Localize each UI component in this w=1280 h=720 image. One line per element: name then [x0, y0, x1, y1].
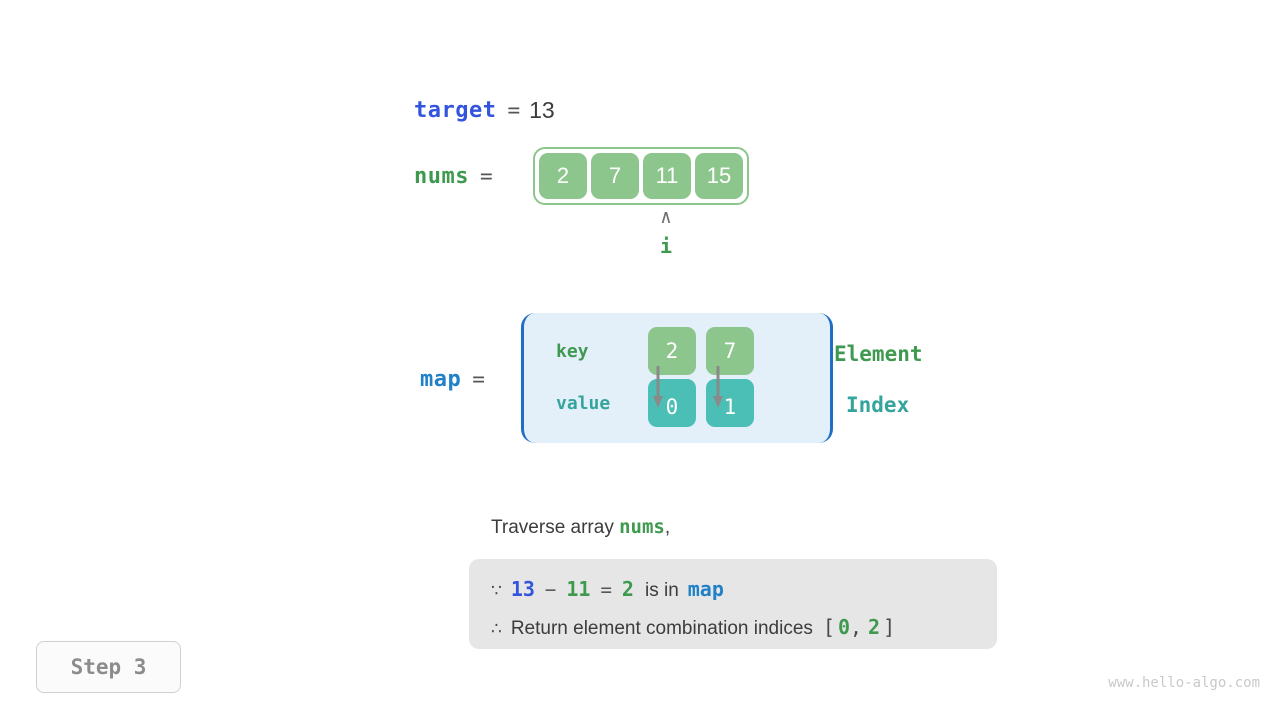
narrative-prefix: Traverse array — [491, 517, 620, 538]
map-equals: = — [472, 367, 485, 391]
conclusion-is-in-text: is in — [644, 580, 679, 601]
map-value-cell-0[interactable]: 0 — [648, 379, 696, 427]
array-cell-3[interactable]: 15 — [695, 153, 743, 199]
result-index-0: 0 — [837, 615, 850, 639]
map-key-cells: 2 7 — [648, 327, 754, 375]
equals-operator: = — [600, 579, 612, 601]
conclusion-return-text: Return element combination indices — [510, 618, 813, 639]
conclusion-target-value: 13 — [510, 577, 535, 601]
map-value-cell-1[interactable]: 1 — [706, 379, 754, 427]
map-key-cell-0[interactable]: 2 — [648, 327, 696, 375]
target-equals: = — [507, 98, 521, 122]
nums-equals: = — [479, 164, 493, 188]
array-cell-0[interactable]: 2 — [539, 153, 587, 199]
map-key-row: key 2 7 — [556, 327, 754, 375]
map-value-label: value — [556, 392, 611, 414]
pointer-caret-icon: ∧ — [660, 206, 672, 228]
conclusion-map-ref: map — [687, 577, 724, 601]
legend-index: Index — [846, 393, 910, 417]
step-badge: Step 3 — [36, 641, 181, 693]
pointer-label-i: i — [659, 234, 673, 258]
target-value: 13 — [529, 96, 555, 123]
result-index-1: 2 — [868, 615, 881, 639]
map-label: map — [420, 366, 462, 392]
close-bracket: ] — [883, 615, 896, 639]
nums-label: nums — [414, 163, 469, 189]
target-row: target = 13 — [414, 94, 555, 126]
because-symbol-icon: ∵ — [491, 581, 502, 601]
narrative-code: nums — [619, 516, 665, 538]
watermark: www.hello-algo.com — [1108, 675, 1260, 691]
map-key-cell-1[interactable]: 7 — [706, 327, 754, 375]
map-value-row: value 0 1 — [556, 379, 754, 427]
map-box: key 2 7 value 0 1 — [521, 313, 833, 443]
minus-operator: − — [544, 579, 557, 601]
conclusion-complement-value: 2 — [621, 577, 634, 601]
target-label: target — [414, 97, 497, 123]
result-comma: , — [849, 615, 863, 639]
array-cell-1[interactable]: 7 — [591, 153, 639, 199]
array-cell-2[interactable]: 11 — [643, 153, 691, 199]
conclusion-current-value: 11 — [566, 577, 591, 601]
open-bracket: [ — [822, 615, 835, 639]
therefore-symbol-icon: ∴ — [491, 619, 502, 639]
conclusion-line-1: ∵ 13 − 11 = 2 is in map — [491, 571, 997, 609]
narrative-suffix: , — [664, 517, 671, 538]
conclusion-box: ∵ 13 − 11 = 2 is in map ∴ Return element… — [469, 559, 997, 649]
nums-array: 2 7 11 15 — [533, 147, 749, 205]
legend-element: Element — [834, 342, 923, 366]
map-value-cells: 0 1 — [648, 379, 754, 427]
map-key-label: key — [556, 340, 589, 362]
nums-row: nums = — [414, 160, 502, 192]
map-row: map = — [420, 363, 494, 395]
narrative-text: Traverse array nums, — [491, 516, 670, 539]
conclusion-line-2: ∴ Return element combination indices [ 0… — [491, 609, 997, 647]
